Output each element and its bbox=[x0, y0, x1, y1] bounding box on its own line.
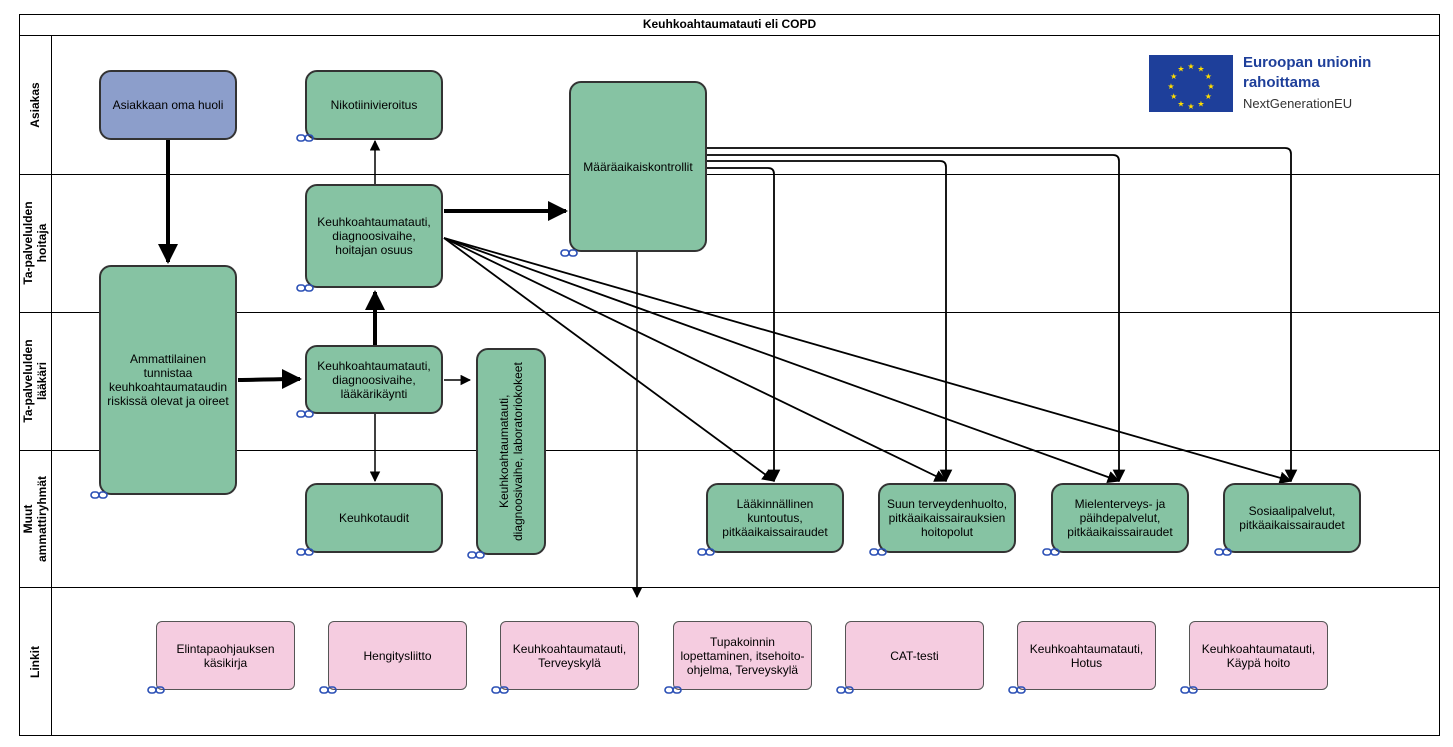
link-label: Keuhkoahtaumatauti, Hotus bbox=[1029, 641, 1144, 670]
link-label: Keuhkoahtaumatauti, Käypä hoito bbox=[1201, 641, 1316, 670]
svg-text:★: ★ bbox=[1205, 72, 1212, 81]
node-keuhkotaudit[interactable]: Keuhkotaudit bbox=[305, 483, 443, 553]
link-terveyskyla[interactable]: Keuhkoahtaumatauti, Terveyskylä bbox=[500, 621, 639, 690]
link-cat-testi[interactable]: CAT-testi bbox=[845, 621, 984, 690]
node-label: Suun terveydenhuolto, pitkäaikaissairauk… bbox=[886, 497, 1008, 539]
chain-link-icon[interactable] bbox=[1180, 685, 1198, 695]
svg-text:★: ★ bbox=[1170, 92, 1177, 101]
link-label: Hengitysliitto bbox=[363, 648, 432, 663]
arrow-maaraaika-to-mielenterveys bbox=[707, 154, 1126, 483]
link-label: Keuhkoahtaumatauti, Terveyskylä bbox=[512, 641, 627, 670]
svg-text:★: ★ bbox=[1177, 99, 1184, 108]
lane-divider bbox=[19, 450, 1440, 451]
node-laakari[interactable]: Keuhkoahtaumatauti, diagnoosivaihe, lääk… bbox=[305, 345, 443, 414]
link-hotus[interactable]: Keuhkoahtaumatauti, Hotus bbox=[1017, 621, 1156, 690]
node-label: Keuhkoahtaumatauti, diagnoosivaihe, labo… bbox=[497, 362, 525, 541]
node-oma-huoli[interactable]: Asiakkaan oma huoli bbox=[99, 70, 237, 140]
arrow-maaraaika-to-suun bbox=[707, 160, 953, 483]
eu-nextgen-text: NextGenerationEU bbox=[1243, 96, 1353, 111]
chain-link-icon[interactable] bbox=[319, 685, 337, 695]
link-label: Tupakoinnin lopettaminen, itsehoito-ohje… bbox=[680, 634, 805, 677]
arrow-hoitaja-to-suun bbox=[443, 237, 948, 482]
node-label: Keuhkoahtaumatauti, diagnoosivaihe, lääk… bbox=[317, 358, 431, 401]
lane-divider bbox=[19, 587, 1440, 588]
eu-stars-icon: ★ ★ ★ ★ ★ ★ ★ ★ ★ ★ ★ ★ bbox=[1167, 62, 1214, 111]
lane-divider bbox=[19, 312, 1440, 313]
node-label: Sosiaalipalvelut, pitkäaikaissairaudet bbox=[1239, 504, 1345, 532]
link-kaypa-hoito[interactable]: Keuhkoahtaumatauti, Käypä hoito bbox=[1189, 621, 1328, 690]
chain-link-icon[interactable] bbox=[147, 685, 165, 695]
node-label: Lääkinnällinen kuntoutus, pitkäaikaissai… bbox=[722, 497, 828, 539]
node-label: Asiakkaan oma huoli bbox=[112, 98, 224, 112]
link-elintapaohjaus[interactable]: Elintapaohjauksen käsikirja bbox=[156, 621, 295, 690]
svg-text:★: ★ bbox=[1187, 62, 1194, 71]
lane-header-asiakas: Asiakas bbox=[19, 36, 52, 174]
node-label: Keuhkotaudit bbox=[338, 511, 410, 525]
node-maaraaika[interactable]: Määräaikaiskontrollit bbox=[569, 81, 707, 252]
node-mielenterveys[interactable]: Mielenterveys- ja päihdepalvelut, pitkäa… bbox=[1051, 483, 1189, 553]
chain-link-icon[interactable] bbox=[1042, 547, 1060, 557]
node-label: Mielenterveys- ja päihdepalvelut, pitkäa… bbox=[1067, 497, 1173, 539]
node-label: Määräaikaiskontrollit bbox=[583, 159, 693, 174]
node-suun[interactable]: Suun terveydenhuolto, pitkäaikaissairauk… bbox=[878, 483, 1016, 553]
chain-link-icon[interactable] bbox=[467, 550, 485, 560]
node-nikotiini[interactable]: Nikotiinivieroitus bbox=[305, 70, 443, 140]
diagram-frame bbox=[19, 14, 1440, 736]
node-sosiaali[interactable]: Sosiaalipalvelut, pitkäaikaissairaudet bbox=[1223, 483, 1361, 553]
chain-link-icon[interactable] bbox=[664, 685, 682, 695]
node-label: Ammattilainen tunnistaa keuhkoahtaumatau… bbox=[107, 352, 229, 408]
node-lab[interactable]: Keuhkoahtaumatauti, diagnoosivaihe, labo… bbox=[476, 348, 546, 555]
link-label: CAT-testi bbox=[890, 648, 939, 663]
svg-text:★: ★ bbox=[1205, 92, 1212, 101]
lane-divider bbox=[19, 174, 1440, 175]
chain-link-icon[interactable] bbox=[296, 409, 314, 419]
node-ammattilainen[interactable]: Ammattilainen tunnistaa keuhkoahtaumatau… bbox=[99, 265, 237, 495]
lane-header-muut: Muut ammattiryhmät bbox=[19, 450, 52, 587]
arrow-maaraaika-to-kuntoutus bbox=[707, 167, 781, 483]
arrow-hoitaja-to-kuntoutus bbox=[443, 237, 776, 482]
diagram-title: Keuhkoahtaumatauti eli COPD bbox=[19, 14, 1440, 36]
arrow-hoitaja-to-mielenterveys bbox=[443, 237, 1121, 484]
node-hoitaja[interactable]: Keuhkoahtaumatauti, diagnoosivaihe, hoit… bbox=[305, 184, 443, 288]
svg-text:★: ★ bbox=[1170, 72, 1177, 81]
lane-header-hoitaja: Ta-palvelulden hoitaja bbox=[19, 174, 52, 312]
arrow-hoitaja-to-sosiaali bbox=[443, 237, 1293, 484]
node-label: Nikotiinivieroitus bbox=[330, 98, 418, 112]
svg-text:★: ★ bbox=[1177, 65, 1184, 74]
chain-link-icon[interactable] bbox=[1008, 685, 1026, 695]
svg-text:★: ★ bbox=[1207, 82, 1214, 91]
svg-text:★: ★ bbox=[1187, 102, 1194, 111]
eu-flag-logo: ★ ★ ★ ★ ★ ★ ★ ★ ★ ★ ★ ★ bbox=[1149, 55, 1233, 112]
eu-funding-text: Euroopan unionin rahoittama bbox=[1243, 54, 1372, 91]
chain-link-icon[interactable] bbox=[296, 547, 314, 557]
svg-text:★: ★ bbox=[1197, 99, 1204, 108]
node-kuntoutus[interactable]: Lääkinnällinen kuntoutus, pitkäaikaissai… bbox=[706, 483, 844, 553]
chain-link-icon[interactable] bbox=[869, 547, 887, 557]
svg-text:★: ★ bbox=[1197, 65, 1204, 74]
chain-link-icon[interactable] bbox=[90, 490, 108, 500]
chain-link-icon[interactable] bbox=[1214, 547, 1232, 557]
chain-link-icon[interactable] bbox=[296, 283, 314, 293]
lane-header-linkit: Linkit bbox=[19, 587, 52, 736]
chain-link-icon[interactable] bbox=[491, 685, 509, 695]
arrow-ammattilainen-to-laakari bbox=[237, 369, 302, 390]
chain-link-icon[interactable] bbox=[697, 547, 715, 557]
link-label: Elintapaohjauksen käsikirja bbox=[176, 641, 275, 670]
lane-header-laakari: Ta-palvelulden lääkäri bbox=[19, 312, 52, 450]
link-tupakointi[interactable]: Tupakoinnin lopettaminen, itsehoito-ohje… bbox=[673, 621, 812, 690]
chain-link-icon[interactable] bbox=[560, 248, 578, 258]
chain-link-icon[interactable] bbox=[836, 685, 854, 695]
arrow-maaraaika-to-sosiaali bbox=[707, 147, 1298, 483]
chain-link-icon[interactable] bbox=[296, 133, 314, 143]
svg-text:★: ★ bbox=[1167, 82, 1174, 91]
node-label: Keuhkoahtaumatauti, diagnoosivaihe, hoit… bbox=[317, 215, 431, 257]
link-hengitysliitto[interactable]: Hengitysliitto bbox=[328, 621, 467, 690]
